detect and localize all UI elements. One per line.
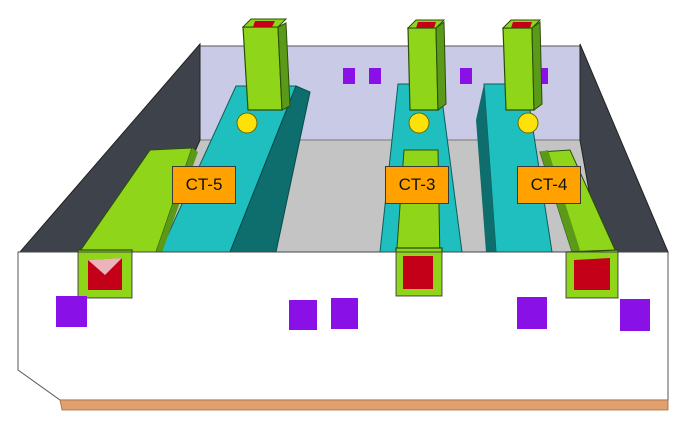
- label-ct5: CT-5: [172, 166, 236, 204]
- front-vent: [56, 296, 87, 327]
- back-vent: [460, 68, 472, 84]
- front-vent: [620, 299, 650, 331]
- light-fixture: [517, 112, 539, 134]
- front-vent: [331, 298, 358, 329]
- back-vent: [369, 68, 381, 84]
- label-ct4: CT-4: [517, 166, 581, 204]
- front-vent: [517, 297, 547, 329]
- stack-ct3: [406, 19, 447, 111]
- light-fixture: [408, 112, 430, 134]
- stack-ct5: [241, 18, 291, 111]
- stack-ct4: [501, 19, 543, 111]
- label-ct3: CT-3: [385, 166, 449, 204]
- front-vent: [289, 300, 317, 330]
- base-strip: [59, 399, 669, 411]
- back-vent: [538, 68, 548, 84]
- duct-ct4-side: [476, 84, 496, 252]
- back-vent: [343, 68, 355, 84]
- light-fixture: [236, 112, 258, 134]
